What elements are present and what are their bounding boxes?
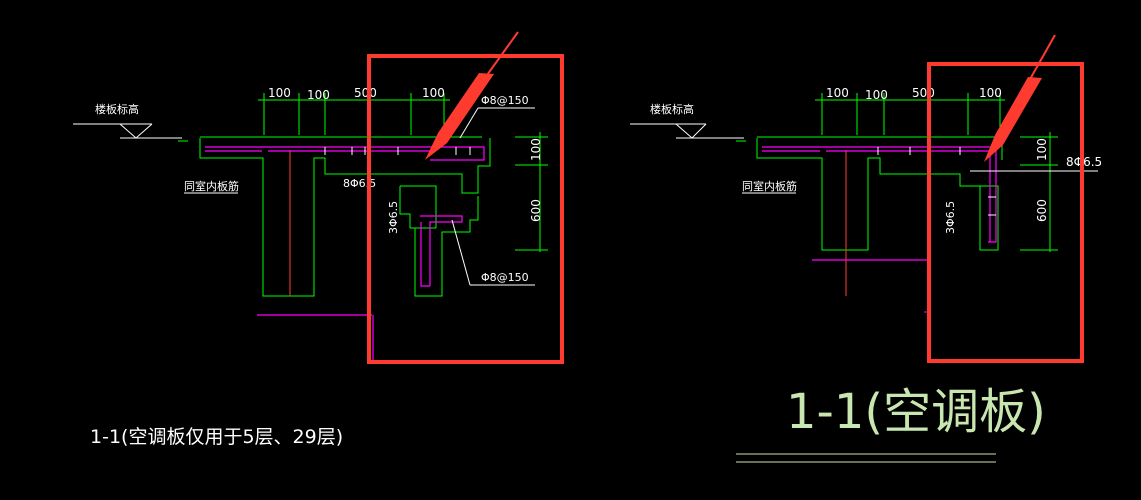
right-elevation-symbol <box>630 123 744 139</box>
right-rebar-ticks <box>877 147 996 216</box>
left-rebar-bottom-leader <box>451 219 471 286</box>
left-rebar-ticks <box>324 147 471 155</box>
left-slab-rebar-label: 同室内板筋 <box>184 179 239 193</box>
left-detail: 楼板标高 100 100 500 100 <box>73 86 548 448</box>
right-highlight-box <box>927 62 1084 363</box>
left-rebar-bottom-label: Φ8@150 <box>481 271 529 284</box>
left-elevation-symbol <box>73 123 182 139</box>
right-title-underline <box>736 453 996 463</box>
left-rebar-dist-label: 8Φ6.5 <box>343 177 376 190</box>
left-side-dimension <box>515 132 548 252</box>
left-dim-vert-100: 100 <box>529 138 543 161</box>
left-rebar-top-leader <box>459 107 479 139</box>
left-rebar-top-label: Φ8@150 <box>481 94 529 107</box>
right-detail-title: 1-1(空调板) <box>786 384 1046 440</box>
right-dim-500: 500 <box>912 86 935 100</box>
right-detail: 楼板标高 100 100 500 100 <box>630 86 1102 463</box>
left-dim-100-a: 100 <box>268 86 291 100</box>
right-rebar-vert-label: 3Φ6.5 <box>944 201 957 234</box>
left-floor-elevation-label: 楼板标高 <box>95 102 139 116</box>
left-detail-title: 1-1(空调板仅用于5层、29层) <box>90 426 343 448</box>
right-dim-vert-100: 100 <box>1035 138 1049 161</box>
right-rebars <box>762 146 997 261</box>
left-dim-100-c: 100 <box>422 86 445 100</box>
right-dim-vert-600: 600 <box>1035 199 1049 222</box>
left-rebars <box>205 146 485 362</box>
right-slab-rebar-label: 同室内板筋 <box>742 179 797 193</box>
right-rebar-dist-label: 8Φ6.5 <box>1066 155 1102 169</box>
left-dim-vert-600: 600 <box>529 199 543 222</box>
right-dim-100-c: 100 <box>979 86 1002 100</box>
left-highlight-arrow <box>425 31 519 160</box>
left-top-dimension-chain <box>258 93 450 135</box>
right-highlight-arrow <box>984 34 1056 162</box>
left-rebar-vert-label: 3Φ6.5 <box>387 201 400 234</box>
left-dim-100-b: 100 <box>307 88 330 102</box>
left-slab-outline <box>178 136 491 297</box>
left-dim-500: 500 <box>354 86 377 100</box>
right-dim-100-b: 100 <box>865 88 888 102</box>
highlight-annotations <box>367 31 1084 364</box>
right-floor-elevation-label: 楼板标高 <box>650 102 694 116</box>
right-side-dimension <box>1020 132 1058 252</box>
right-dim-100-a: 100 <box>826 86 849 100</box>
left-highlight-box <box>367 54 564 364</box>
